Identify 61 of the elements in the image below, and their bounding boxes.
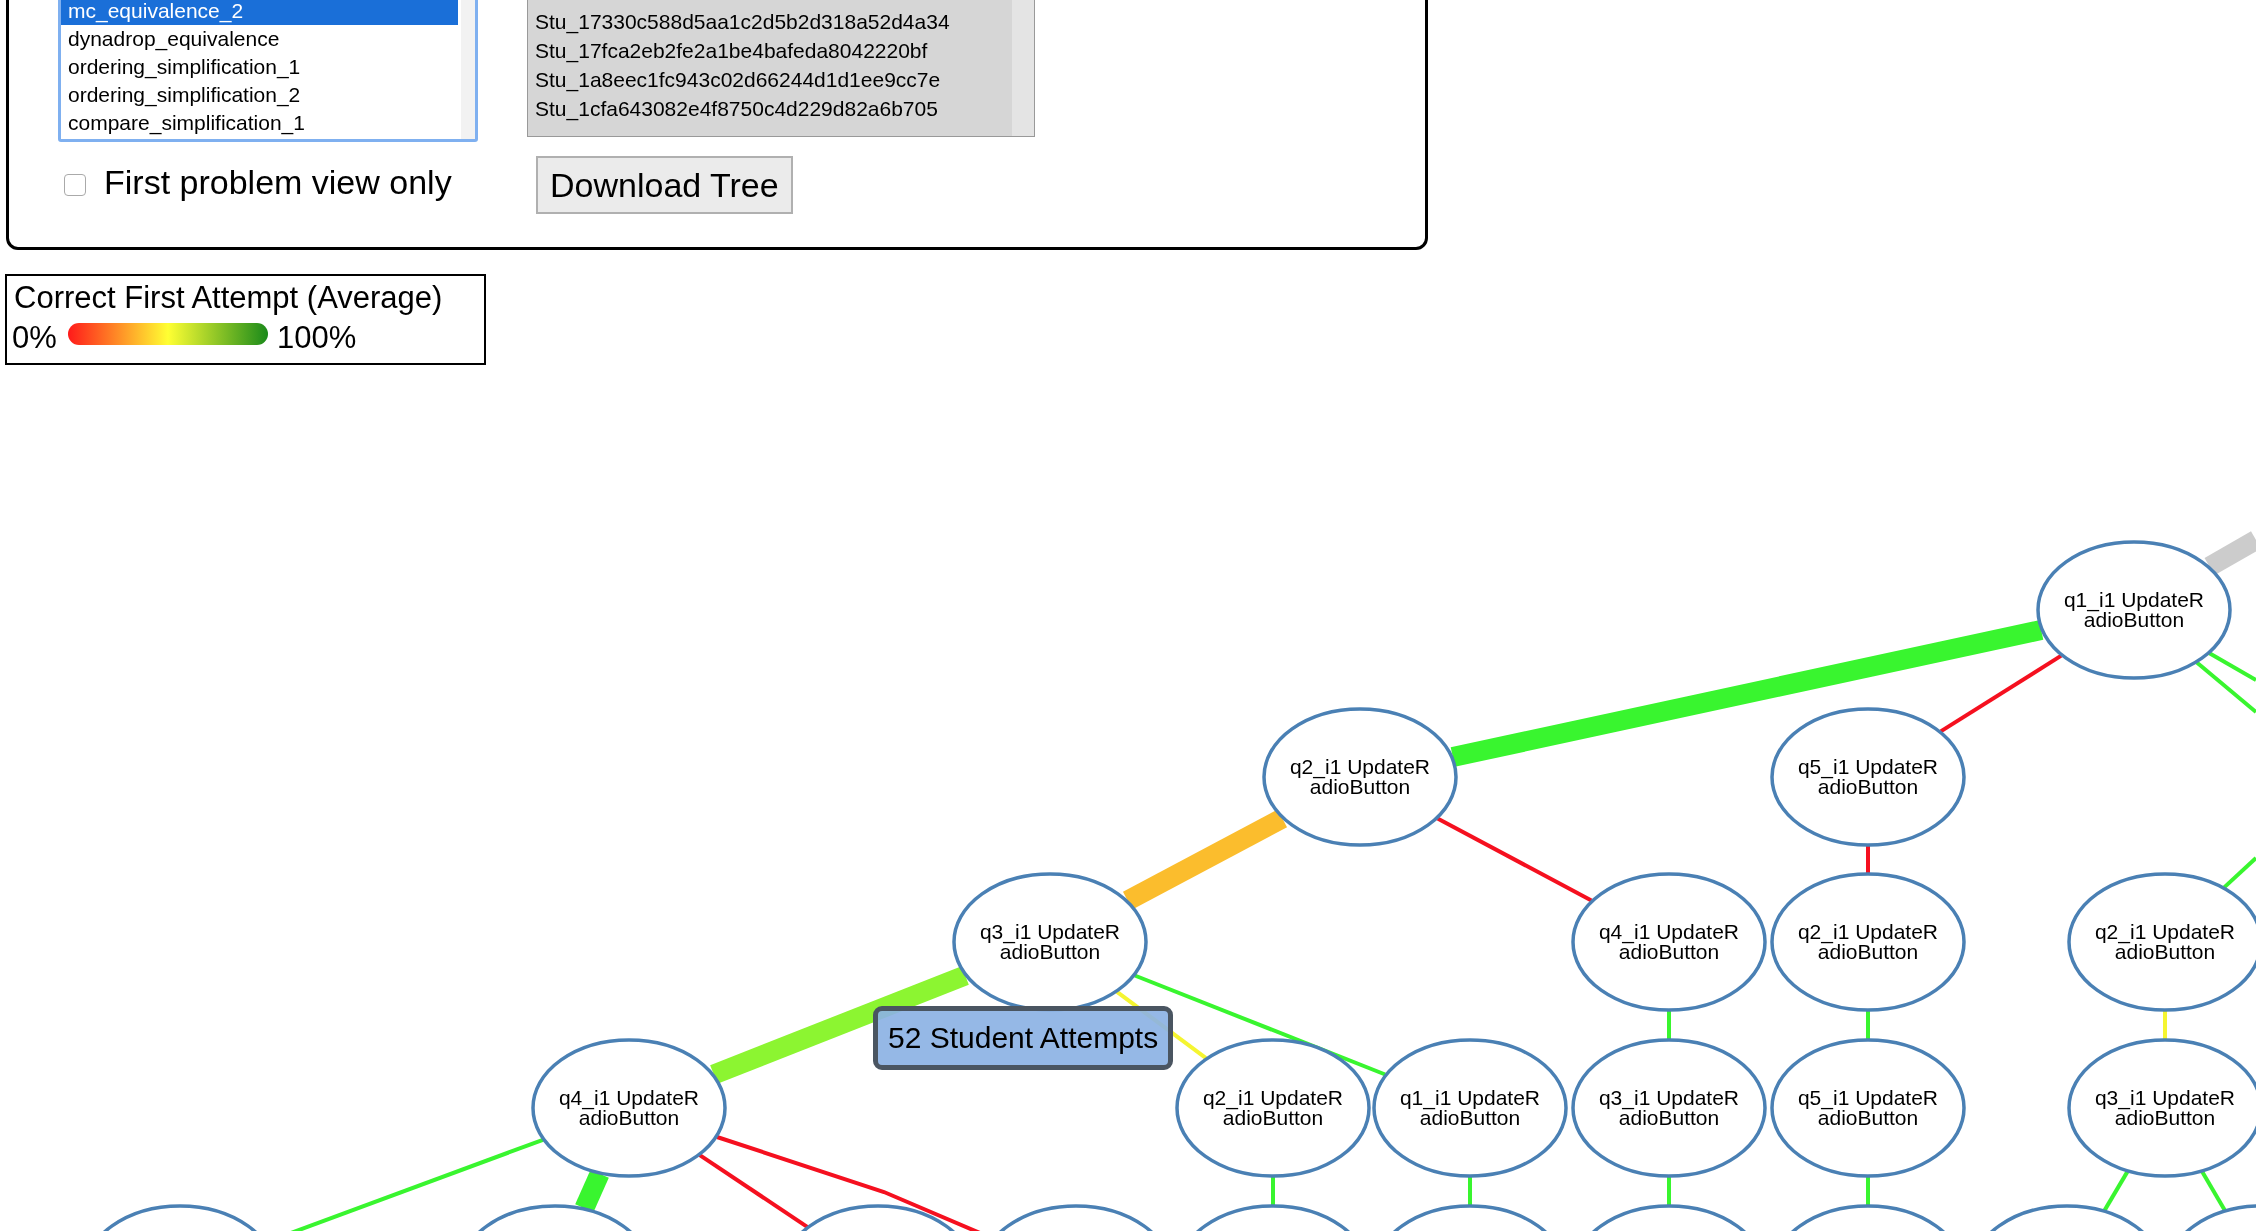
list-option: compare_simplification_1 — [61, 109, 305, 137]
connector-line — [2222, 856, 2256, 889]
list-option: ordering_simplification_2 — [61, 81, 301, 109]
node-label: q2_i1 UpdateR adioButton — [1796, 922, 1940, 962]
tree-node — [1571, 1038, 1767, 1178]
connector-line — [2102, 1170, 2130, 1212]
connector-line — [1939, 653, 2063, 734]
tree-node — [1770, 1038, 1966, 1178]
connector-line — [698, 1153, 809, 1229]
tree-node — [2067, 872, 2256, 1012]
tree-node — [1770, 872, 1966, 1012]
node-label: q2_i1 UpdateR adioButton — [1288, 757, 1432, 797]
node-label: q2_i1 UpdateR adioButton — [1201, 1088, 1345, 1128]
connector-line — [2163, 1011, 2167, 1039]
tree-node — [2067, 1038, 2256, 1178]
node-label: q1_i1 UpdateR adioButton — [2062, 590, 2206, 630]
connector-line — [2204, 531, 2256, 576]
tree-node — [1770, 707, 1966, 847]
connector-line — [2195, 661, 2256, 714]
connector-line — [1667, 1177, 1671, 1205]
legend-title: Correct First Attempt (Average) — [14, 280, 443, 316]
node-label: q3_i1 UpdateR adioButton — [978, 922, 1122, 962]
tree-node — [2036, 540, 2232, 680]
connector-line — [2200, 1170, 2227, 1212]
connector-line — [1866, 1011, 1870, 1039]
list-option: Stu_17330c588d5aa1c2d5b2d318a52d4a34 — [528, 8, 950, 36]
tree-node — [1175, 1038, 1371, 1178]
legend-tick-label: 100% — [277, 320, 357, 356]
list-option: ordering_simplification_1 — [61, 53, 301, 81]
connector-line — [2208, 651, 2256, 682]
node-label: q2_i1 UpdateR adioButton — [2093, 922, 2237, 962]
tree-node — [1262, 707, 1458, 847]
node-label: q1_i1 UpdateR adioButton — [1398, 1088, 1542, 1128]
connector-line — [710, 966, 969, 1084]
connector-line — [1667, 1011, 1671, 1039]
node-label: q3_i1 UpdateR adioButton — [2093, 1088, 2237, 1128]
connector-line — [1866, 846, 1870, 873]
legend-tick-label: 0% — [12, 320, 57, 356]
node-label: q3_i1 UpdateR adioButton — [1597, 1088, 1741, 1128]
node-label: q5_i1 UpdateR adioButton — [1796, 1088, 1940, 1128]
node-label: q4_i1 UpdateR adioButton — [1597, 922, 1741, 962]
selected-list-option: mc_equivalence_2 — [61, 0, 458, 25]
node-label: q4_i1 UpdateR adioButton — [557, 1088, 701, 1128]
connector-line — [1436, 816, 1593, 903]
connector-line — [1866, 1177, 1870, 1205]
connector-line — [1134, 973, 1386, 1077]
tree-node — [531, 1038, 727, 1178]
list-option: Stu_1cfa643082e4f8750c4d229d82a6b705 — [528, 95, 938, 123]
connector-line — [1468, 1177, 1472, 1205]
checkbox-label: First problem view only — [104, 162, 452, 203]
node-label: q5_i1 UpdateR adioButton — [1796, 757, 1940, 797]
list-option: Stu_1a8eec1fc943c02d66244d1d1ee9cc7e — [528, 66, 941, 94]
tree-node — [1372, 1038, 1568, 1178]
download-button: Download Tree — [536, 156, 793, 214]
connector-line — [1123, 809, 1287, 910]
list-option: Stu_17fca2eb2fe2a1be4bafeda8042220bf — [528, 37, 928, 65]
connector-line — [1271, 1177, 1275, 1205]
tree-node — [1571, 872, 1767, 1012]
list-option: dynadrop_equivalence — [61, 25, 280, 53]
connector-line — [1450, 620, 2044, 767]
tooltip: 52 Student Attempts — [873, 1006, 1174, 1070]
